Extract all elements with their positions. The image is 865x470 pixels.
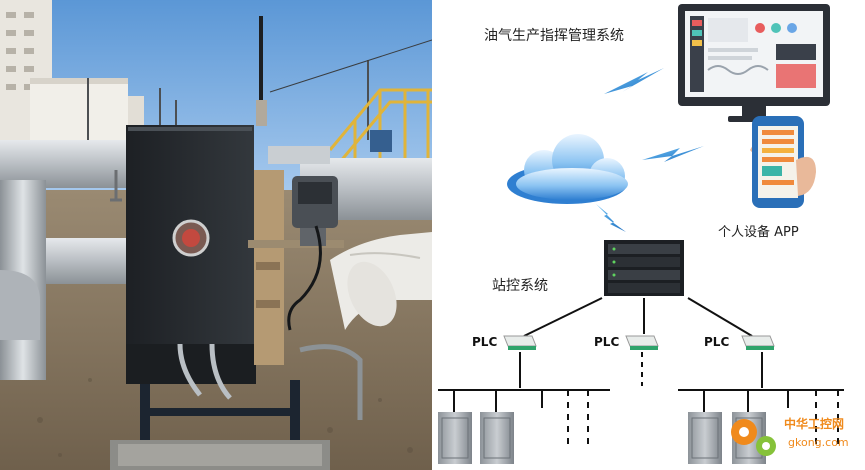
plc-label: PLC bbox=[472, 335, 497, 349]
field-cabinet-icon bbox=[480, 412, 514, 464]
watermark-url: gkong.com bbox=[788, 436, 849, 449]
plc-label: PLC bbox=[594, 335, 619, 349]
watermark-cn: 中华工控网 bbox=[784, 416, 844, 431]
system-architecture-diagram: 油气生产指挥管理系统 个人设备 APP 站控系统 PLC PLC PLC bbox=[438, 4, 849, 464]
building-mid bbox=[30, 82, 128, 142]
gear-icon bbox=[731, 419, 776, 456]
cloud-icon bbox=[507, 134, 628, 204]
field-cabinet-icon bbox=[688, 412, 722, 464]
app-label: 个人设备 APP bbox=[718, 224, 799, 240]
field-equipment-photo bbox=[0, 0, 432, 470]
system-title-label: 油气生产指挥管理系统 bbox=[484, 28, 624, 44]
cabinet-top bbox=[126, 125, 254, 211]
plc-label: PLC bbox=[704, 335, 729, 349]
field-cabinet-icon bbox=[438, 412, 472, 464]
plc-device-icon bbox=[625, 335, 659, 350]
plc-device-icon bbox=[503, 335, 537, 350]
server-rack-icon bbox=[604, 240, 684, 296]
lightning-bolt-icon bbox=[596, 68, 704, 232]
station-control-label: 站控系统 bbox=[492, 278, 548, 294]
phone-app-icon bbox=[750, 116, 816, 208]
monitor-icon bbox=[678, 4, 830, 122]
plc-device-icon bbox=[741, 335, 775, 350]
